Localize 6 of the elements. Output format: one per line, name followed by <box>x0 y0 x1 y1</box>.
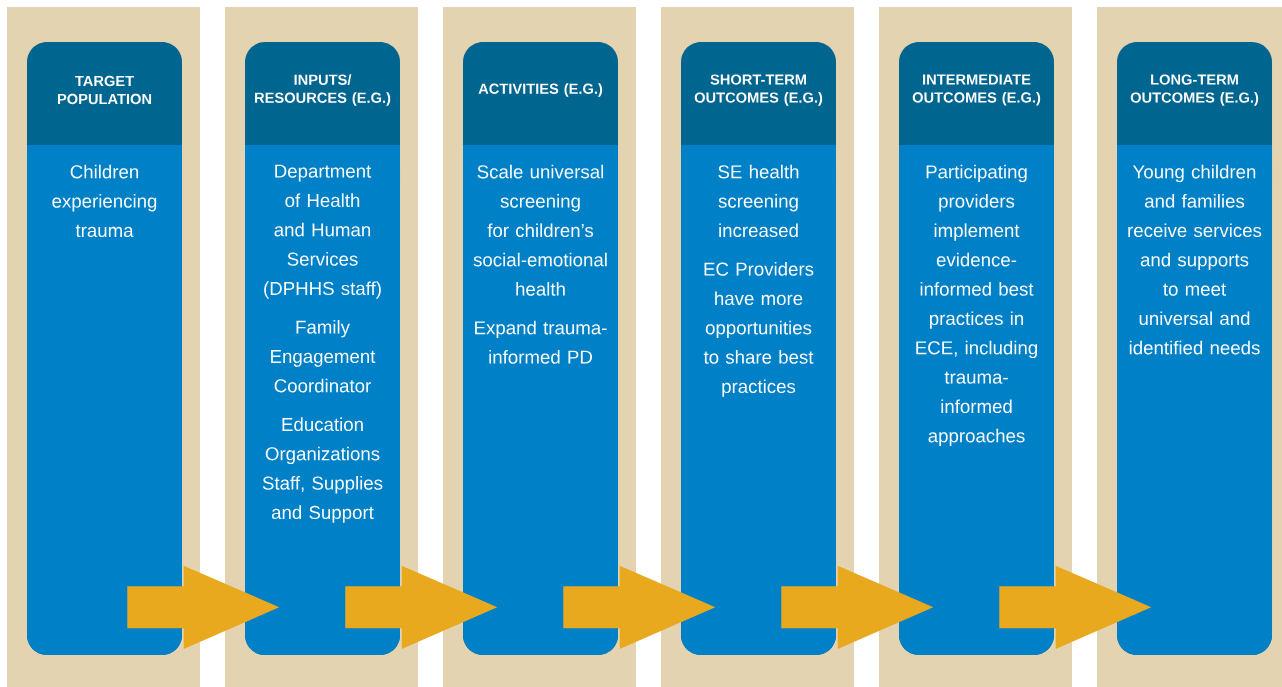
column-box: ACTIVITIES (E.G.) Scale universal screening for children’s social-emotional health Expand trauma-informed PD <box>463 42 618 655</box>
column-box: TARGET POPULATION Children experiencing trauma <box>27 42 182 655</box>
column-box: SHORT-TERM OUTCOMES (E.G.) SE health screening increased EC Providers have more opportunities to share best practices <box>681 42 836 655</box>
column-box: INPUTS/ RESOURCES (E.G.) Department of Health and Human Services (DPHHS staff) Family Engagement Coordinator Education Organizations Staff, Supplies and Support <box>245 42 400 655</box>
column-box: INTERMEDIATE OUTCOMES (E.G.) Participating providers implement evidence-informed best practices in ECE, including trauma-informed approaches <box>899 42 1054 655</box>
column-box: LONG-TERM OUTCOMES (E.G.) Young children and families receive services and supports to meet universal and identified needs <box>1117 42 1272 655</box>
